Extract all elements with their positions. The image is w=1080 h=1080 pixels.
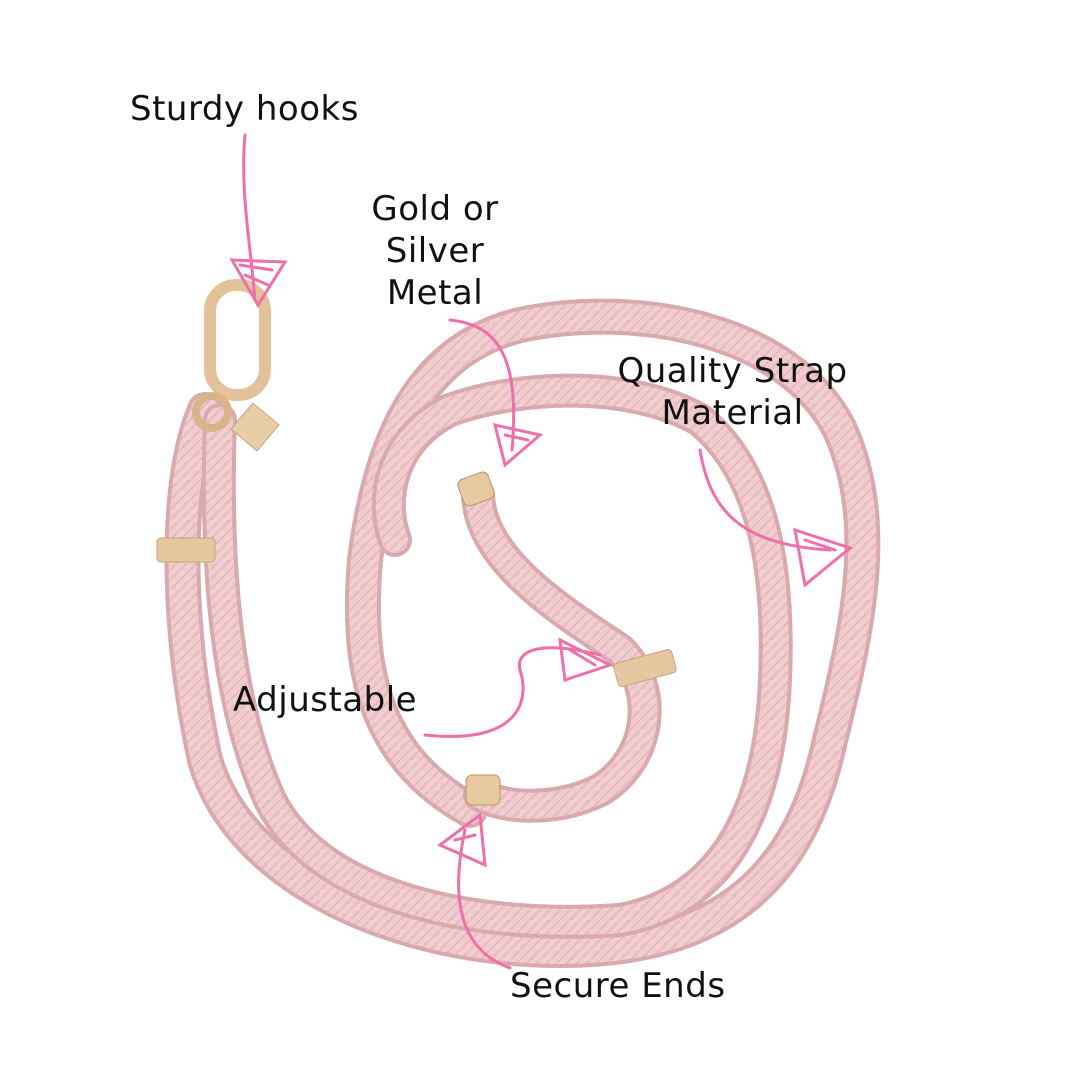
end-cap-bottom: [465, 774, 501, 806]
slider-ring-left: [156, 537, 216, 563]
label-adjustable: Adjustable: [233, 680, 418, 720]
arrow-material-icon: [698, 448, 854, 588]
label-sturdy-hooks: Sturdy hooks: [130, 89, 359, 129]
slider-ring-right: [613, 649, 677, 687]
ring: [192, 392, 232, 432]
tag: [230, 402, 280, 452]
arrow-adjustable-icon: [423, 637, 614, 738]
label-material: Quality Strap Material: [605, 350, 860, 434]
hook-clasp: [204, 279, 271, 401]
arrow-metal-icon: [448, 318, 544, 468]
label-metal-line2: Silver: [385, 231, 485, 271]
arrow-hooks-icon: [229, 133, 288, 308]
label-metal-line1: Gold or: [371, 189, 499, 229]
label-material-line1: Quality Strap: [617, 351, 848, 391]
rope-inner: [201, 373, 793, 939]
end-cap-top: [457, 471, 495, 507]
arrow-ends-icon: [437, 812, 512, 970]
label-secure-ends: Secure Ends: [510, 966, 726, 1006]
label-metal-line3: Metal: [386, 273, 484, 313]
metal-hardware: [156, 279, 677, 806]
label-metal: Gold or Silver Metal: [355, 188, 515, 314]
label-material-line2: Material: [661, 393, 804, 433]
